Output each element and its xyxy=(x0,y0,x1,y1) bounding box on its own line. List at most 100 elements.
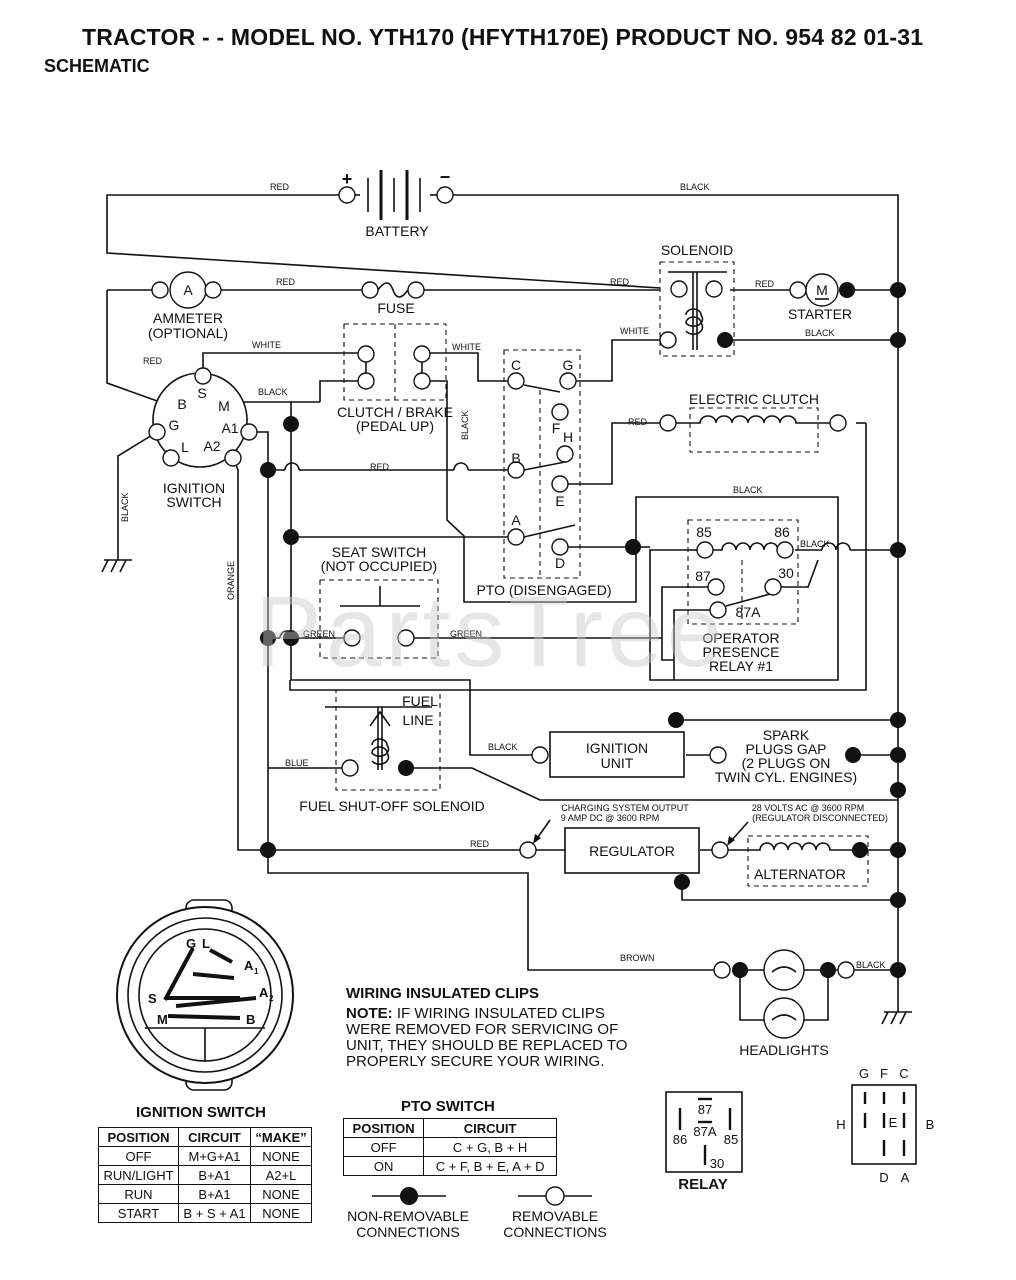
ignition-switch: S B M G A1 L A2 IGNITION SWITCH xyxy=(148,367,258,510)
spark-label-2: PLUGS GAP xyxy=(746,741,827,757)
alternator: ALTERNATOR 28 VOLTS AC @ 3600 RPM (REGUL… xyxy=(711,803,888,887)
wire-label-black: BLACK xyxy=(680,182,710,192)
spark-label-4: TWIN CYL. ENGINES) xyxy=(715,769,857,785)
spark-label-3: (2 PLUGS ON xyxy=(742,755,831,771)
ignition-switch-table: POSITION CIRCUIT “MAKE” OFF M+G+A1 NONE … xyxy=(98,1127,312,1223)
col-circuit: CIRCUIT xyxy=(178,1127,251,1147)
pto-pin-f: F xyxy=(880,1066,888,1081)
ammeter-optional-label: (OPTIONAL) xyxy=(148,325,228,341)
relay-terminal-87: 87 xyxy=(695,568,711,584)
wire-label-red: RED xyxy=(755,279,775,289)
ignition-switch-label: IGNITION xyxy=(163,480,225,496)
wire-network xyxy=(106,194,899,1021)
relay-terminal-85: 85 xyxy=(696,524,712,540)
pto-pin-e: E xyxy=(889,1115,898,1130)
wire-label-black: BLACK xyxy=(856,960,886,970)
operator-presence-relay: 85 86 87 30 87A OPERATOR PRESENCE RELAY … xyxy=(687,519,799,674)
connection-legend: NON-REMOVABLE CONNECTIONS REMOVABLE CONN… xyxy=(347,1186,607,1240)
wire-label-white: WHITE xyxy=(620,326,649,336)
battery: + − BATTERY xyxy=(338,167,454,239)
seat-switch-label: SEAT SWITCH xyxy=(332,544,426,560)
table-cell: OFF xyxy=(98,1146,179,1166)
clutch-brake-label: CLUTCH / BRAKE xyxy=(337,404,453,420)
relay-pin-30: 30 xyxy=(710,1156,724,1171)
starter: M STARTER xyxy=(788,273,855,322)
ign-terminal-s: S xyxy=(197,385,206,401)
col-position: POSITION xyxy=(342,1118,425,1138)
relay-pin-87: 87 xyxy=(698,1102,712,1117)
relay-terminal-86: 86 xyxy=(774,524,790,540)
table-cell: A2+L xyxy=(250,1165,312,1185)
ign-terminal-g: G xyxy=(169,417,180,433)
charging-output-value: 9 AMP DC @ 3600 RPM xyxy=(561,813,660,823)
wire-label-black: BLACK xyxy=(733,485,763,495)
pto-terminal-c: C xyxy=(511,357,521,373)
wire-label-orange: ORANGE xyxy=(226,561,236,600)
wire-label-red: RED xyxy=(370,462,390,472)
ammeter-label: AMMETER xyxy=(153,310,223,326)
solenoid: SOLENOID xyxy=(659,242,735,357)
relay-pin-85: 85 xyxy=(724,1132,738,1147)
electric-clutch: ELECTRIC CLUTCH xyxy=(659,391,847,453)
ignition-unit-label: IGNITION xyxy=(586,740,648,756)
fuel-shutoff-solenoid: FUEL LINE FUEL SHUT-OFF SOLENOID xyxy=(299,689,485,814)
table-cell: NONE xyxy=(250,1203,312,1223)
face-letter-a2: A xyxy=(259,985,269,1000)
table-cell: C + G, B + H xyxy=(423,1137,557,1157)
regulator-label: REGULATOR xyxy=(589,843,675,859)
pto-pin-h: H xyxy=(836,1117,845,1132)
table-header-row: POSITION CIRCUIT “MAKE” xyxy=(98,1127,312,1147)
pto-terminal-h: H xyxy=(563,429,573,445)
ign-terminal-a2: A2 xyxy=(203,438,220,454)
pto-terminal-e: E xyxy=(555,493,564,509)
wire-label-black: BLACK xyxy=(805,328,835,338)
wire-label-red: RED xyxy=(628,417,648,427)
pto-pin-b: B xyxy=(926,1117,935,1132)
alternator-volts-label: 28 VOLTS AC @ 3600 RPM xyxy=(752,803,865,813)
relay-terminal-87a: 87A xyxy=(736,604,762,620)
fuse-label: FUSE xyxy=(377,300,414,316)
table-row: RUN B+A1 NONE xyxy=(98,1184,312,1204)
battery-positive-label: + xyxy=(342,169,353,189)
pto-terminal-f: F xyxy=(552,420,561,436)
spark-label-1: SPARK xyxy=(763,727,810,743)
starter-letter: M xyxy=(816,282,828,298)
fuse: FUSE xyxy=(361,281,425,316)
clutch-brake-state-label: (PEDAL UP) xyxy=(356,418,434,434)
table-row: START B + S + A1 NONE xyxy=(98,1203,312,1223)
ground-symbol xyxy=(101,559,132,573)
table-cell: B + S + A1 xyxy=(178,1203,251,1223)
pto-terminal-d: D xyxy=(555,555,565,571)
wire-label-red: RED xyxy=(276,277,296,287)
pto-pin-c: C xyxy=(899,1066,908,1081)
ign-terminal-l: L xyxy=(181,439,189,455)
battery-label: BATTERY xyxy=(365,223,429,239)
table-cell: OFF xyxy=(342,1137,425,1157)
table-row: RUN/LIGHT B+A1 A2+L xyxy=(98,1165,312,1185)
table-header-row: POSITION CIRCUIT xyxy=(342,1118,557,1138)
col-make: “MAKE” xyxy=(250,1127,312,1147)
ignition-unit: IGNITION UNIT SPARK PLUGS GAP (2 PLUGS O… xyxy=(531,727,861,785)
ignition-switch-face: G L A 1 S A 2 M B xyxy=(116,899,294,1091)
headlights-label: HEADLIGHTS xyxy=(739,1042,828,1058)
relay-label-2: PRESENCE xyxy=(702,644,779,660)
charging-output-label: CHARGING SYSTEM OUTPUT xyxy=(561,803,689,813)
wire-label-blue: BLUE xyxy=(285,758,309,768)
face-letter-a1-sub: 1 xyxy=(254,967,259,976)
ign-terminal-a1: A1 xyxy=(221,420,238,436)
wire-label-white: WHITE xyxy=(252,340,281,350)
page-title: TRACTOR - - MODEL NO. YTH170 (HFYTH170E)… xyxy=(82,24,924,50)
wire-label-black: BLACK xyxy=(800,539,830,549)
seat-switch-state-label: (NOT OCCUPIED) xyxy=(321,558,437,574)
face-letter-l: L xyxy=(202,936,210,951)
relay-label-1: OPERATOR xyxy=(702,630,779,646)
ignition-unit-label-2: UNIT xyxy=(601,755,634,771)
col-circuit: CIRCUIT xyxy=(423,1118,557,1138)
wire-label-white: WHITE xyxy=(452,342,481,352)
alternator-volts-note: (REGULATOR DISCONNECTED) xyxy=(752,813,888,823)
pto-terminal-b: B xyxy=(511,450,520,466)
face-letter-a2-sub: 2 xyxy=(269,994,274,1003)
table-row: ON C + F, B + E, A + D xyxy=(342,1156,557,1176)
pto-pin-a: A xyxy=(901,1170,910,1185)
relay-diagram-caption: RELAY xyxy=(678,1176,727,1193)
